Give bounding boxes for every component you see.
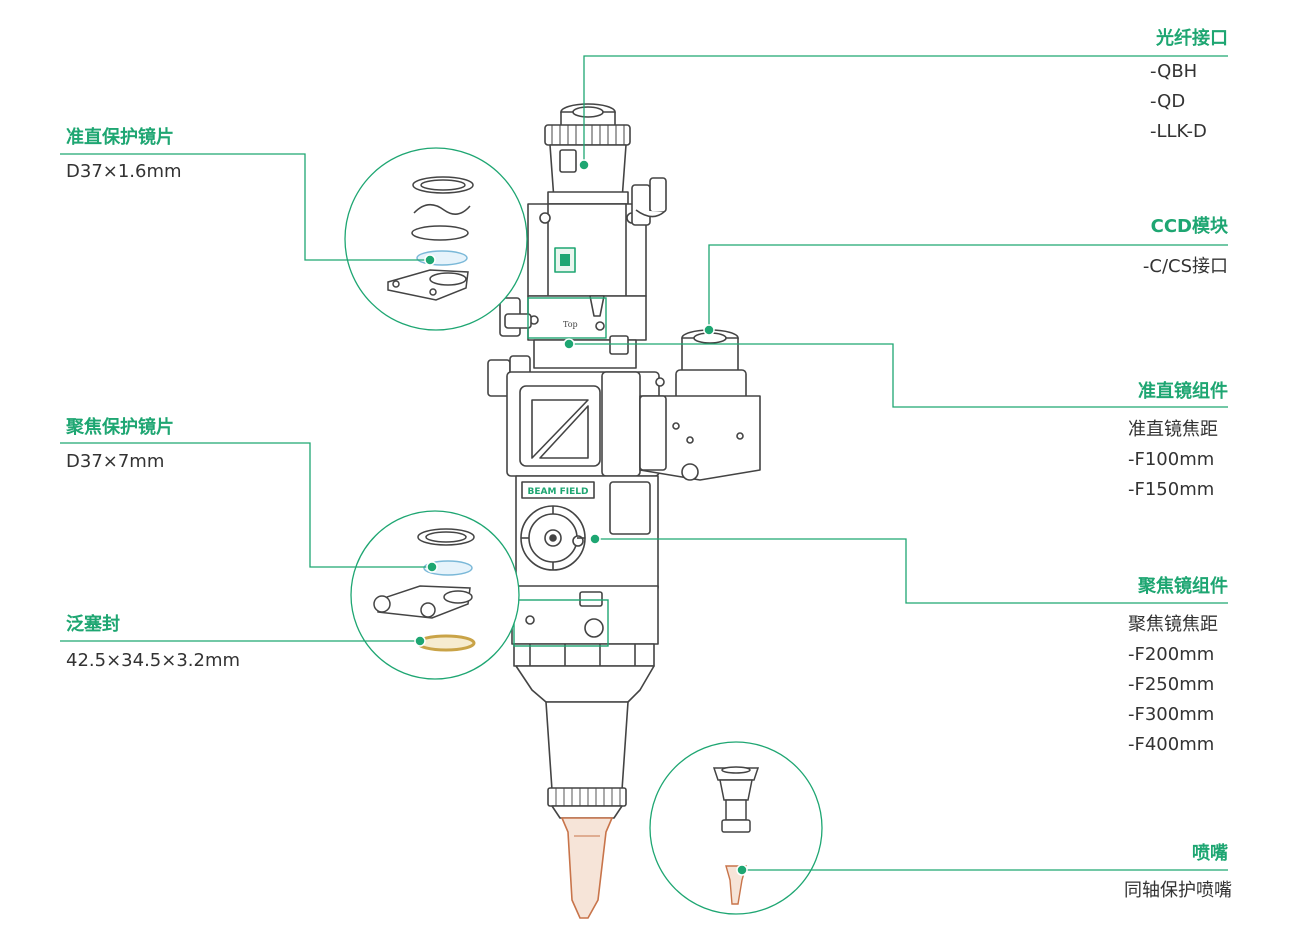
focus-lens-parts-icon — [350, 510, 520, 680]
label-fiber-interface-item: -LLK-D — [1150, 121, 1207, 142]
label-fiber-interface-item: -QBH — [1150, 61, 1198, 82]
nozzle-tip — [560, 817, 614, 919]
label-focus-lens-item: D37×7mm — [66, 451, 165, 472]
label-seal-item: 42.5×34.5×3.2mm — [66, 650, 241, 671]
nozzle-parts-icon — [649, 741, 823, 915]
label-seal-title: 泛塞封 — [66, 614, 120, 635]
brand-marking: BEAM FIELD — [528, 487, 589, 497]
top-marking: Top — [563, 320, 578, 329]
label-focus-item: -F250mm — [1128, 674, 1215, 695]
label-ccd-title: CCD模块 — [1150, 216, 1228, 237]
label-nozzle-title: 喷嘴 — [1192, 843, 1228, 864]
label-fiber-interface-item: -QD — [1150, 91, 1186, 112]
label-collimator-lens-item: D37×1.6mm — [66, 161, 182, 182]
label-collimator-item: -F150mm — [1128, 479, 1215, 500]
label-collimator-lens-title: 准直保护镜片 — [66, 127, 174, 148]
collimator-window-highlight — [527, 297, 607, 339]
label-collimator-item: -F100mm — [1128, 449, 1215, 470]
label-focus-item: 聚焦镜焦距 — [1128, 614, 1218, 635]
label-ccd-item: -C/CS接口 — [1142, 256, 1228, 277]
collimator-lens-parts-icon — [344, 147, 528, 331]
label-fiber-interface-title: 光纤接口 — [1156, 28, 1228, 49]
label-nozzle-item: 同轴保护喷嘴 — [1124, 880, 1232, 901]
label-focus-item: -F200mm — [1128, 644, 1215, 665]
label-focus-item: -F400mm — [1128, 734, 1215, 755]
label-collimator-title: 准直镜组件 — [1138, 381, 1228, 402]
label-focus-lens-title: 聚焦保护镜片 — [66, 417, 174, 438]
label-collimator-item: 准直镜焦距 — [1128, 419, 1218, 440]
label-focus-item: -F300mm — [1128, 704, 1215, 725]
laser-head-illustration: BEAM FIELD — [487, 103, 761, 819]
label-focus-title: 聚焦镜组件 — [1138, 576, 1228, 597]
